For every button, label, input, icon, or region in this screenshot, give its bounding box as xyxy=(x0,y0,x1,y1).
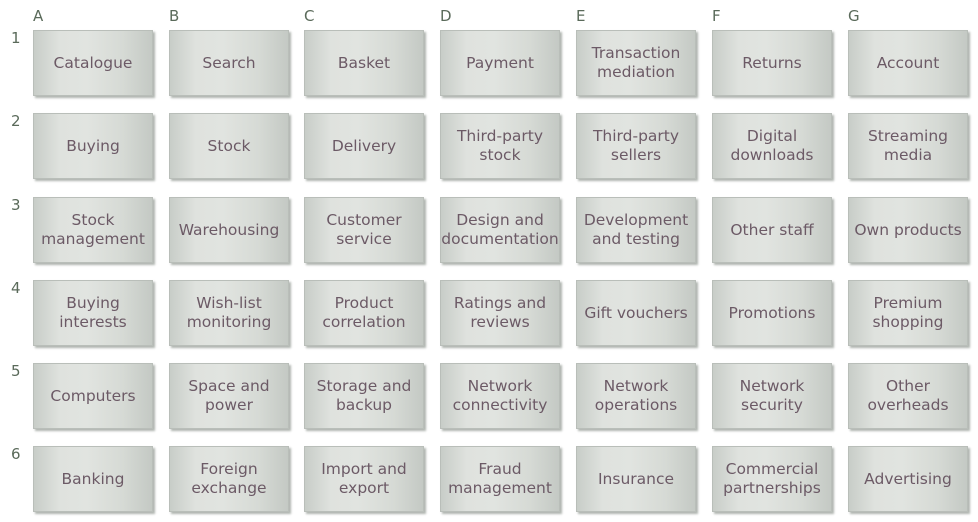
grid-cell-b4[interactable]: Wish-list monitoring xyxy=(169,280,289,346)
grid-cell-d1[interactable]: Payment xyxy=(440,30,560,96)
row-header-4: 4 xyxy=(11,279,21,297)
row-header-3: 3 xyxy=(11,196,21,214)
grid-cell-f3[interactable]: Other staff xyxy=(712,197,832,263)
grid-cell-d4[interactable]: Ratings and reviews xyxy=(440,280,560,346)
column-header-d: D xyxy=(440,7,452,25)
grid-cell-e5[interactable]: Network operations xyxy=(576,363,696,429)
grid-cell-b3[interactable]: Warehousing xyxy=(169,197,289,263)
grid-cell-f2[interactable]: Digital downloads xyxy=(712,113,832,179)
grid-cell-f4[interactable]: Promotions xyxy=(712,280,832,346)
row-header-1: 1 xyxy=(11,29,21,47)
grid-cell-c1[interactable]: Basket xyxy=(304,30,424,96)
grid-cell-e6[interactable]: Insurance xyxy=(576,446,696,512)
column-header-c: C xyxy=(304,7,315,25)
grid-cell-d6[interactable]: Fraud management xyxy=(440,446,560,512)
column-header-a: A xyxy=(33,7,44,25)
grid-cell-g3[interactable]: Own products xyxy=(848,197,968,263)
grid-cell-a3[interactable]: Stock management xyxy=(33,197,153,263)
column-header-g: G xyxy=(848,7,860,25)
grid-cell-a4[interactable]: Buying interests xyxy=(33,280,153,346)
grid-cell-c4[interactable]: Product correlation xyxy=(304,280,424,346)
grid-cell-g4[interactable]: Premium shopping xyxy=(848,280,968,346)
grid-cell-a6[interactable]: Banking xyxy=(33,446,153,512)
grid-cell-c5[interactable]: Storage and backup xyxy=(304,363,424,429)
grid-cell-g2[interactable]: Streaming media xyxy=(848,113,968,179)
grid-cell-e3[interactable]: Development and testing xyxy=(576,197,696,263)
grid-cell-b6[interactable]: Foreign exchange xyxy=(169,446,289,512)
grid-cell-g5[interactable]: Other overheads xyxy=(848,363,968,429)
row-header-6: 6 xyxy=(11,445,21,463)
row-header-5: 5 xyxy=(11,362,21,380)
column-header-b: B xyxy=(169,7,180,25)
grid-cell-f5[interactable]: Network security xyxy=(712,363,832,429)
row-header-2: 2 xyxy=(11,112,21,130)
grid-cell-b1[interactable]: Search xyxy=(169,30,289,96)
grid-cell-f6[interactable]: Commercial partnerships xyxy=(712,446,832,512)
grid-cell-g1[interactable]: Account xyxy=(848,30,968,96)
grid-cell-d5[interactable]: Network connectivity xyxy=(440,363,560,429)
grid-cell-d2[interactable]: Third-party stock xyxy=(440,113,560,179)
grid-cell-b2[interactable]: Stock xyxy=(169,113,289,179)
grid-cell-g6[interactable]: Advertising xyxy=(848,446,968,512)
grid-cell-f1[interactable]: Returns xyxy=(712,30,832,96)
grid-cell-e4[interactable]: Gift vouchers xyxy=(576,280,696,346)
grid-cell-e2[interactable]: Third-party sellers xyxy=(576,113,696,179)
grid-cell-d3[interactable]: Design and documentation xyxy=(440,197,560,263)
grid-cell-b5[interactable]: Space and power xyxy=(169,363,289,429)
column-header-f: F xyxy=(712,7,721,25)
grid-cell-c3[interactable]: Customer service xyxy=(304,197,424,263)
grid-cell-a5[interactable]: Computers xyxy=(33,363,153,429)
grid-cell-c6[interactable]: Import and export xyxy=(304,446,424,512)
grid-cell-a2[interactable]: Buying xyxy=(33,113,153,179)
grid-cell-c2[interactable]: Delivery xyxy=(304,113,424,179)
column-header-e: E xyxy=(576,7,586,25)
grid-cell-a1[interactable]: Catalogue xyxy=(33,30,153,96)
grid-cell-e1[interactable]: Transaction mediation xyxy=(576,30,696,96)
